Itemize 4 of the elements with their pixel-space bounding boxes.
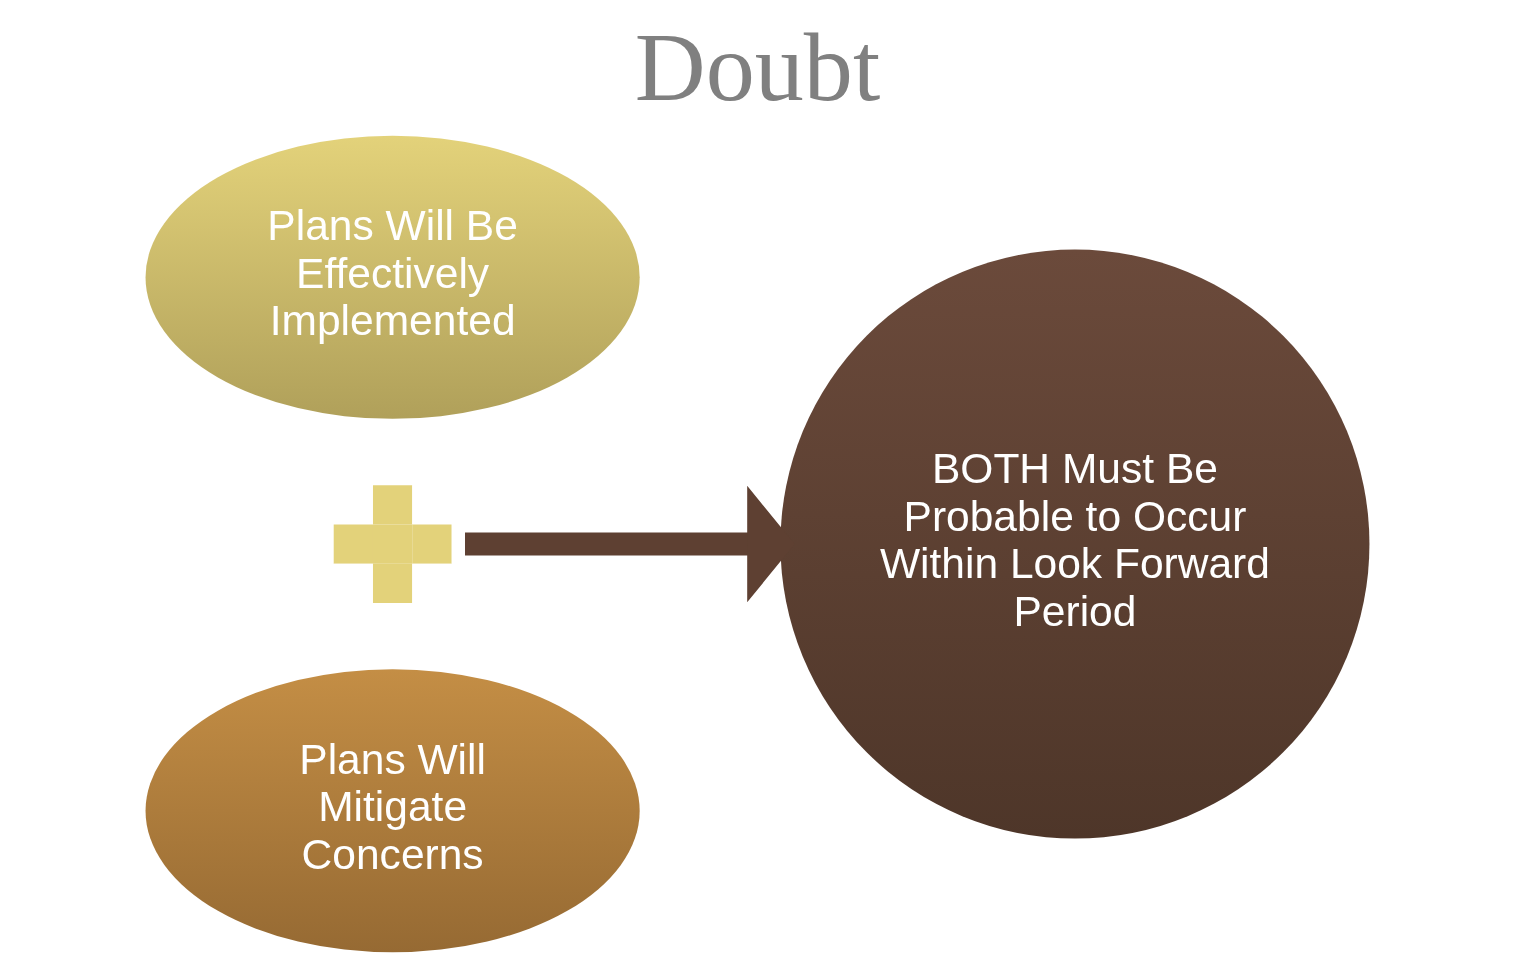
node-circle: BOTH Must Be Probable to Occur Within Look Forward Period [779,249,1369,839]
node-ellipse: Plans Will Be Effectively Implemented [145,135,640,419]
diagram-title: Doubt [634,12,880,121]
node-ellipse: Plans Will Mitigate Concerns [145,669,640,953]
